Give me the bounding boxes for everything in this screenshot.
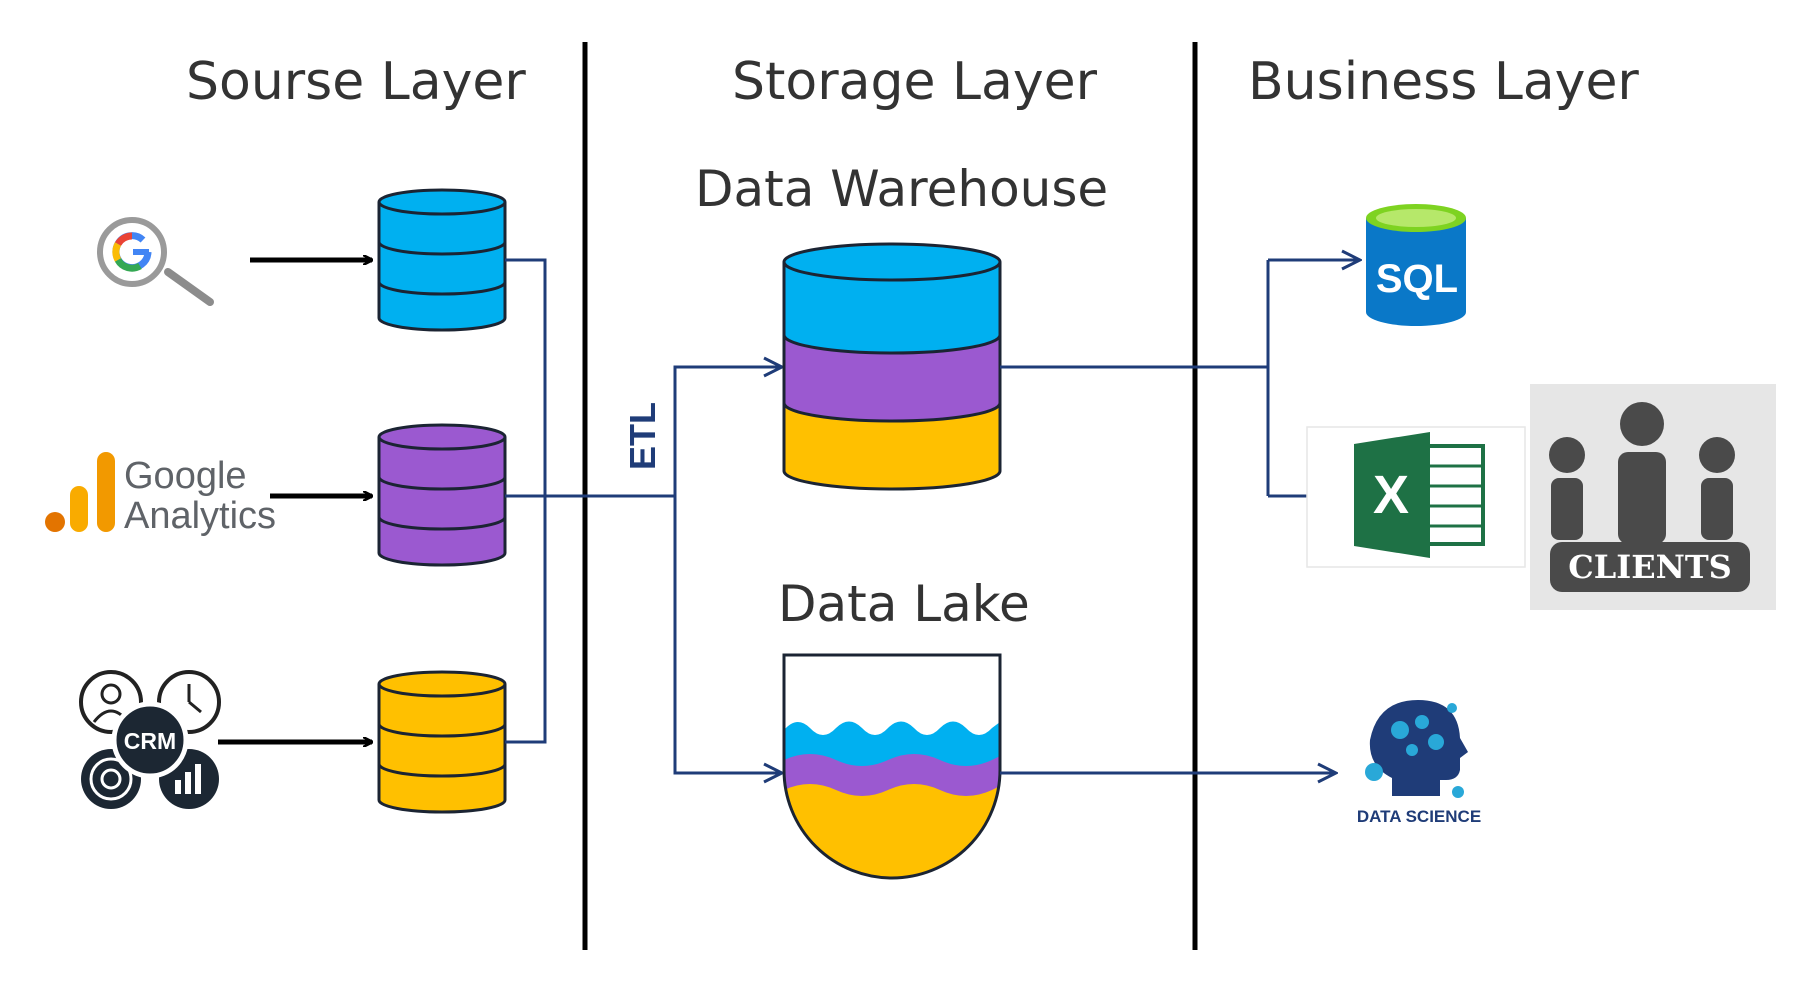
business-layer-title: Business Layer <box>1248 52 1639 112</box>
data-science-icon <box>1365 700 1468 798</box>
source-db-blue <box>377 188 507 332</box>
analytics-label-line1: Google <box>124 455 247 497</box>
source-collector-line <box>505 258 675 744</box>
crm-icon <box>79 670 221 809</box>
source-layer-title: Sourse Layer <box>186 52 526 112</box>
etl-to-lake-arrow <box>673 496 782 773</box>
data-warehouse-title: Data Warehouse <box>695 160 1109 218</box>
data-lake-icon <box>782 653 1002 880</box>
google-analytics-icon <box>45 452 115 532</box>
analytics-label-line2: Analytics <box>124 495 276 537</box>
excel-x-glyph: X <box>1373 465 1409 525</box>
excel-icon <box>1306 426 1526 568</box>
etl-label: ETL <box>622 402 663 470</box>
data-science-label: DATA SCIENCE <box>1357 807 1481 826</box>
clients-label: CLIENTS <box>1568 548 1732 586</box>
crm-label: CRM <box>124 728 176 754</box>
storage-layer-title: Storage Layer <box>732 52 1097 112</box>
etl-to-warehouse-arrow <box>673 367 782 496</box>
warehouse-to-business-connector <box>1000 260 1270 496</box>
data-lake-title: Data Lake <box>778 575 1030 633</box>
clients-icon <box>1530 384 1776 610</box>
data-warehouse-icon <box>782 242 1002 491</box>
source-db-yellow <box>377 670 507 814</box>
sql-icon <box>1366 204 1466 326</box>
source-db-purple <box>377 423 507 567</box>
sql-label: SQL <box>1376 257 1458 301</box>
google-search-icon <box>97 217 214 306</box>
